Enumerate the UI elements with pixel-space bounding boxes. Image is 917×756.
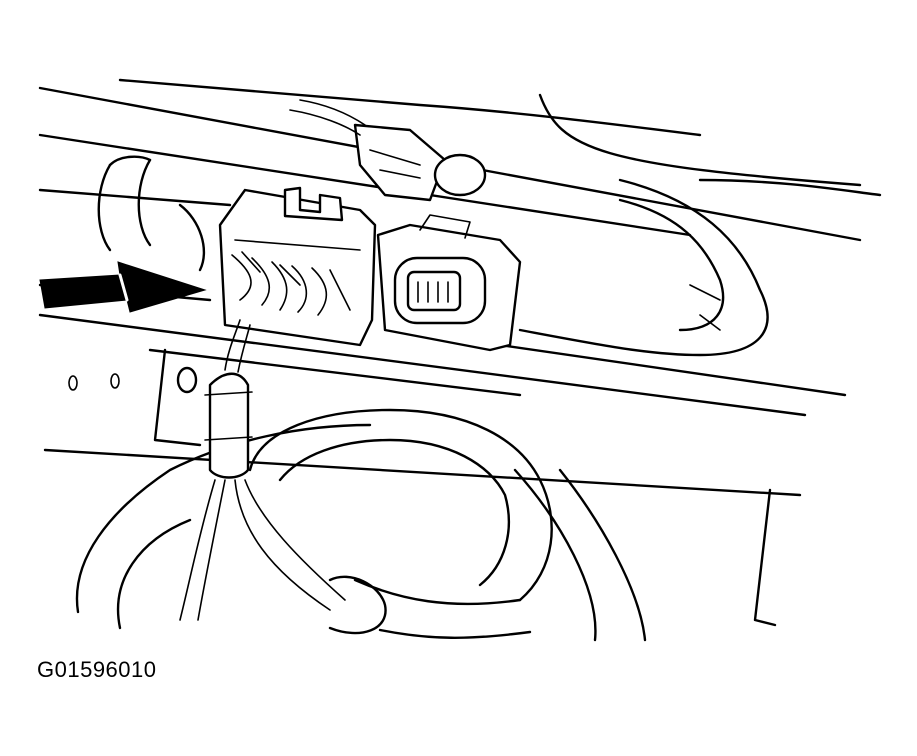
mounting-holes xyxy=(68,373,120,391)
top-clip-connector xyxy=(289,99,487,202)
second-connector xyxy=(376,214,522,352)
bracket xyxy=(153,348,777,627)
lower-housing xyxy=(75,423,647,642)
wire-bundle xyxy=(179,319,532,639)
arrow-pointing-to-connector xyxy=(39,261,207,313)
lower-hose-loop xyxy=(248,408,553,602)
left-hose-stub xyxy=(97,155,206,272)
main-connector xyxy=(218,186,377,347)
figure-id-label: G01596010 xyxy=(37,657,157,682)
upper-harness xyxy=(518,178,769,357)
